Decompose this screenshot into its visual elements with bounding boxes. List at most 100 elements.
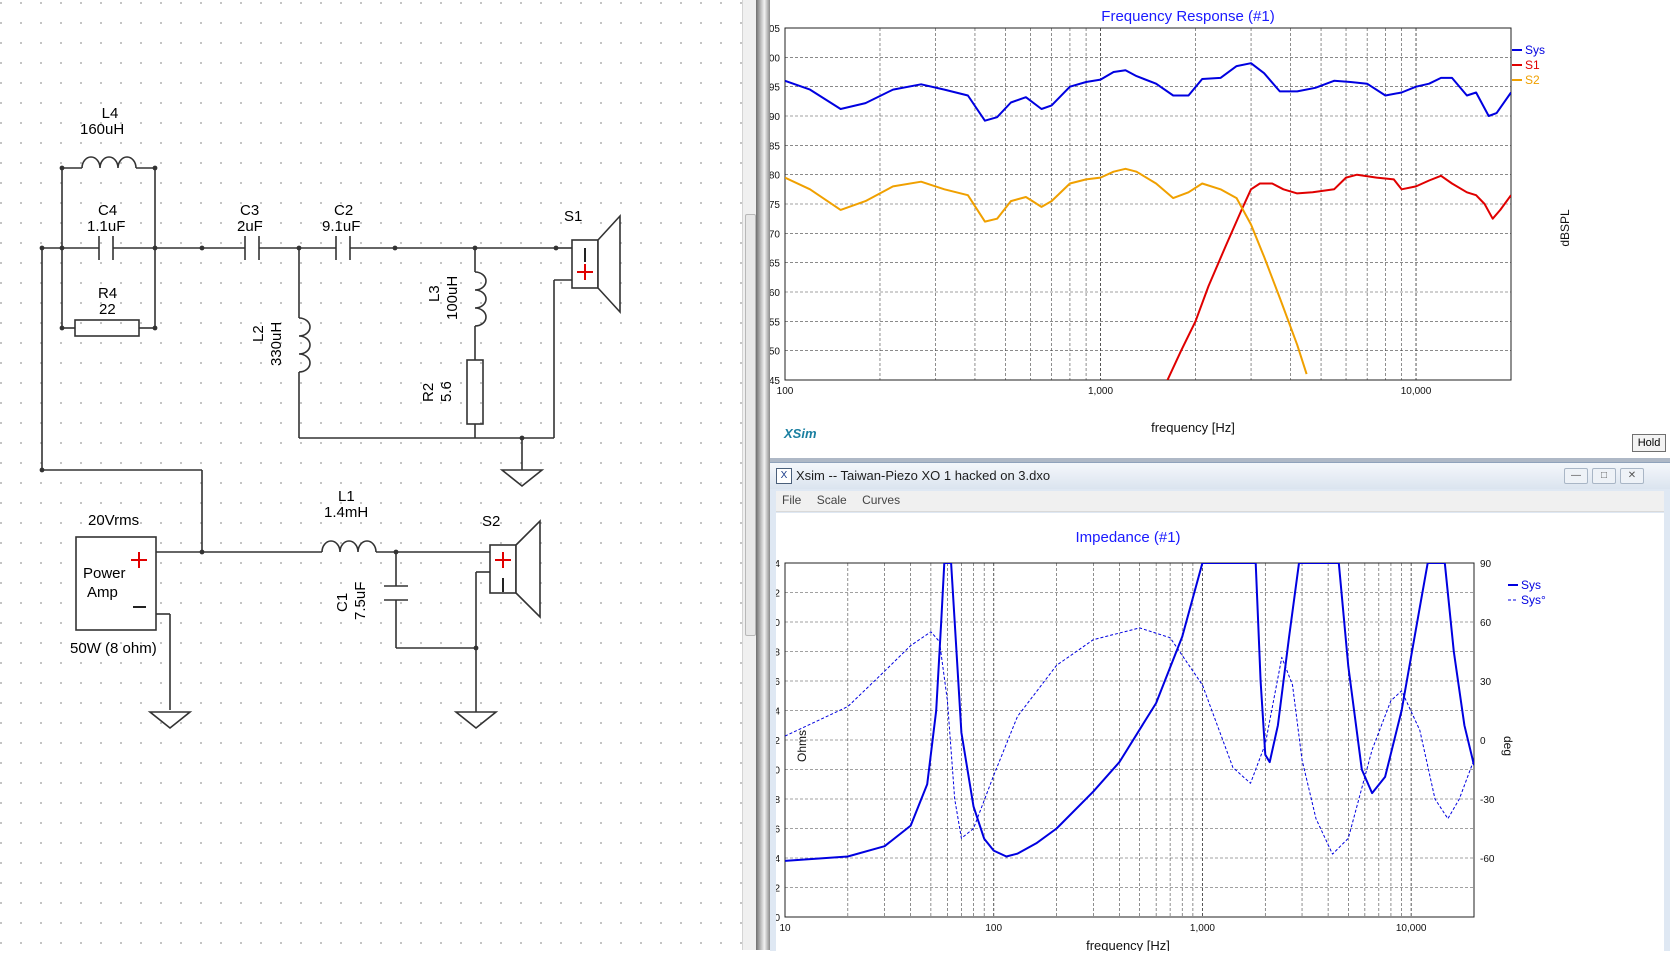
- label-C4: C4: [98, 202, 118, 219]
- window-titlebar[interactable]: X Xsim -- Taiwan-Piezo XO 1 hacked on 3.…: [770, 463, 1670, 489]
- app-icon: X: [776, 468, 792, 484]
- value-C4: 1.1uF: [87, 218, 126, 235]
- impedance-chart[interactable]: 2422201816141210864209060300-30-60101001…: [769, 513, 1664, 953]
- amp-rating: 50W (8 ohm): [70, 640, 157, 657]
- y-tick-label: 10: [776, 766, 780, 777]
- y-tick-label: 70: [770, 229, 780, 240]
- menu-scale[interactable]: Scale: [816, 493, 847, 507]
- value-C1: 7.5uF: [352, 581, 369, 620]
- x-tick-label: 1,000: [1190, 923, 1215, 934]
- series-line-0: [785, 563, 1474, 862]
- series-line-0: [785, 62, 1511, 122]
- y-tick-label: 22: [776, 589, 780, 600]
- value-L4: 160uH: [80, 121, 125, 138]
- legend-label: S1: [1525, 58, 1540, 72]
- y-tick-label: 50: [770, 347, 780, 358]
- y-axis-label: dBSPL: [1558, 209, 1572, 247]
- label-R2: R2: [420, 382, 437, 402]
- y-tick-label: 95: [770, 83, 780, 94]
- y2-tick-label: -60: [1480, 854, 1495, 865]
- value-R2: 5.6: [438, 381, 455, 402]
- label-S1: S1: [564, 208, 583, 225]
- chart-title: Frequency Response (#1): [1101, 8, 1274, 25]
- label-L3: L3: [426, 285, 443, 302]
- y-tick-label: 55: [770, 317, 780, 328]
- chart-title: Impedance (#1): [1075, 529, 1180, 546]
- maximize-button[interactable]: □: [1592, 468, 1616, 484]
- x-tick-label: 10: [779, 923, 791, 934]
- y-tick-label: 18: [776, 648, 780, 659]
- x-tick-label: 10,000: [1401, 386, 1432, 397]
- pane-divider[interactable]: [756, 0, 770, 950]
- scroll-thumb[interactable]: [745, 214, 756, 636]
- amp-voltage: 20Vrms: [88, 512, 140, 529]
- plot-frame: [784, 562, 1475, 918]
- y-tick-label: 20: [776, 618, 780, 629]
- x-tick-label: 1,000: [1088, 386, 1113, 397]
- y-tick-label: 90: [770, 112, 780, 123]
- label-L1: L1: [338, 488, 355, 505]
- close-button[interactable]: ✕: [1620, 468, 1644, 484]
- x-tick-label: 100: [777, 386, 794, 397]
- xsim-watermark: XSim: [783, 426, 817, 441]
- x-tick-label: 10,000: [1396, 923, 1427, 934]
- y-tick-label: 0: [776, 913, 780, 924]
- y-tick-label: 16: [776, 677, 780, 688]
- y-tick-label: 12: [776, 736, 780, 747]
- y-tick-label: 75: [770, 200, 780, 211]
- amp-label-line2: Amp: [87, 584, 118, 601]
- y2-axis-label: deg: [1501, 736, 1515, 756]
- plot-frame: [784, 27, 1512, 381]
- series-line-1: [785, 627, 1474, 855]
- y-tick-label: 45: [770, 376, 780, 387]
- series-line-1: [1166, 173, 1511, 380]
- x-axis-label: frequency [Hz]: [1151, 420, 1235, 435]
- impedance-window: X Xsim -- Taiwan-Piezo XO 1 hacked on 3.…: [769, 462, 1670, 953]
- minimize-button[interactable]: —: [1564, 468, 1588, 484]
- window-title: Xsim -- Taiwan-Piezo XO 1 hacked on 3.dx…: [796, 468, 1051, 483]
- value-L2: 330uH: [268, 321, 285, 366]
- frequency-response-chart[interactable]: 10510095908580757065605550451001,00010,0…: [763, 0, 1670, 458]
- value-R4: 22: [99, 301, 116, 318]
- y-tick-label: 100: [770, 53, 780, 64]
- schematic-drawing: [0, 0, 742, 950]
- legend-label: S2: [1525, 73, 1540, 87]
- y-tick-label: 6: [776, 825, 780, 836]
- label-L2: L2: [250, 325, 267, 342]
- value-C3: 2uF: [237, 218, 263, 235]
- legend-label: Sys: [1521, 578, 1541, 592]
- y-tick-label: 8: [776, 795, 780, 806]
- y-tick-label: 4: [776, 854, 780, 865]
- schematic-vertical-scrollbar[interactable]: [742, 0, 757, 950]
- legend-label: Sys°: [1521, 593, 1546, 607]
- y-axis-label: Ohms: [795, 730, 809, 762]
- label-S2: S2: [482, 513, 501, 530]
- menu-file[interactable]: File: [782, 493, 802, 507]
- y-tick-label: 14: [776, 707, 780, 718]
- value-L3: 100uH: [444, 275, 461, 320]
- impedance-plot-area: 2422201816141210864209060300-30-60101001…: [769, 513, 1664, 953]
- y-tick-label: 2: [776, 884, 780, 895]
- y2-tick-label: 30: [1480, 677, 1492, 688]
- label-C1: C1: [334, 592, 351, 612]
- y-tick-label: 80: [770, 171, 780, 182]
- schematic-canvas[interactable]: L4 160uH C4 1.1uF R4 22 C3 2uF C2 9.1uF …: [0, 0, 742, 950]
- y-tick-label: 60: [770, 288, 780, 299]
- y-tick-label: 65: [770, 259, 780, 270]
- hold-button[interactable]: Hold: [1632, 434, 1666, 452]
- label-C3: C3: [240, 202, 260, 219]
- menu-bar: File Scale Curves: [776, 491, 1664, 512]
- label-L4: L4: [101, 105, 119, 122]
- y2-tick-label: 90: [1480, 559, 1492, 570]
- frequency-response-window: 10510095908580757065605550451001,00010,0…: [763, 0, 1670, 462]
- amp-label-line1: Power: [83, 565, 126, 582]
- label-R4: R4: [98, 285, 118, 302]
- menu-curves[interactable]: Curves: [862, 493, 901, 507]
- y-tick-label: 85: [770, 141, 780, 152]
- y2-tick-label: -30: [1480, 795, 1495, 806]
- y-tick-label: 105: [770, 24, 780, 35]
- label-C2: C2: [334, 202, 354, 219]
- value-L1: 1.4mH: [324, 504, 369, 521]
